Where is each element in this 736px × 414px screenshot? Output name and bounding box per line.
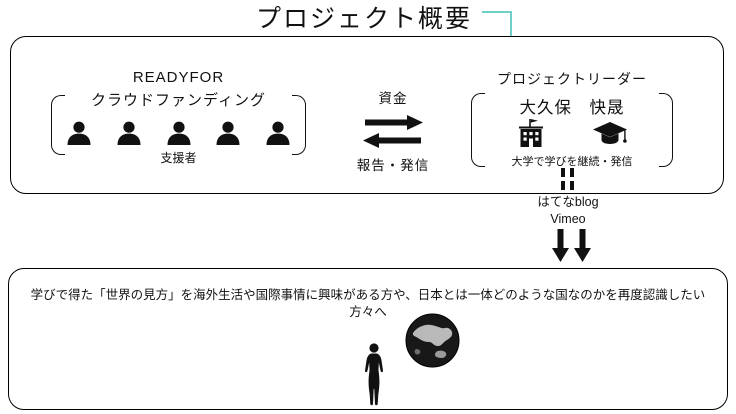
person-bust-icon <box>116 121 142 145</box>
person-bust-icon <box>215 121 241 145</box>
funders-group: READYFOR クラウドファンディング <box>51 69 306 110</box>
leader-caption: 大学で学びを継続・発信 <box>511 156 633 168</box>
leader-icons <box>516 117 628 149</box>
leader-name: 大久保 快晟 <box>519 99 625 117</box>
arrow-left-icon <box>341 133 445 148</box>
arrow-right-icon <box>341 115 445 130</box>
graduation-cap-icon <box>592 121 628 149</box>
down-arrow-icon <box>574 229 591 262</box>
project-structure-panel: READYFOR クラウドファンディング 支援者 資金 報告・発信 プロジェクト… <box>10 36 724 194</box>
video-label: Vimeo <box>550 211 586 226</box>
globe-icon <box>405 313 460 368</box>
standing-person-icon <box>361 343 387 407</box>
school-building-icon <box>516 117 546 149</box>
leader-role-label: プロジェクトリーダー <box>497 71 647 87</box>
exchange-group: 資金 報告・発信 <box>341 87 445 174</box>
person-bust-icon <box>66 121 92 145</box>
report-label: 報告・発信 <box>356 158 430 173</box>
audience-panel: 学びで得た「世界の見方」を海外生活や国際事情に興味がある方や、日本とは一体どのよ… <box>8 268 728 410</box>
publish-arrows <box>552 229 591 262</box>
dashed-connector <box>561 168 574 190</box>
audience-message: 学びで得た「世界の見方」を海外生活や国際事情に興味がある方や、日本とは一体どのよ… <box>30 288 706 319</box>
page-title: プロジェクト概要 <box>246 2 483 36</box>
person-bust-icon <box>166 121 192 145</box>
funders-method-label: クラウドファンディング <box>91 92 266 109</box>
leader-group: プロジェクトリーダー 大久保 快晟 <box>461 69 683 118</box>
funders-platform-label: READYFOR <box>132 69 225 86</box>
supporters-caption: 支援者 <box>160 151 197 165</box>
funds-label: 資金 <box>378 91 408 106</box>
down-arrow-icon <box>552 229 569 262</box>
channel-labels: はてなblog Vimeo <box>490 194 646 227</box>
blog-label: はてなblog <box>537 195 599 209</box>
person-bust-icon <box>265 121 291 145</box>
supporters-row <box>66 121 291 145</box>
